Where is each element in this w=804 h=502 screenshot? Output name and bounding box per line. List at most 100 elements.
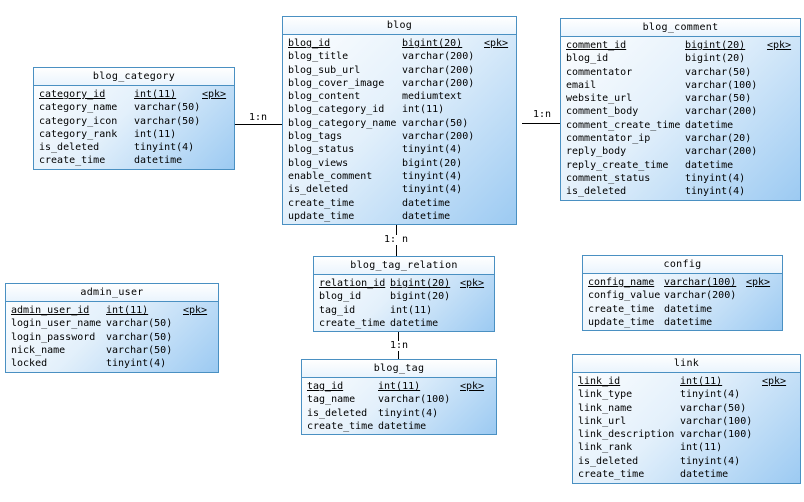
column-type: varchar(50) xyxy=(685,93,752,105)
column-name: commentator_ip xyxy=(566,133,651,145)
column-row: blog_id bigint(20) <pk> xyxy=(288,37,511,50)
column-name: is_deleted xyxy=(566,186,627,198)
column-name: blog_tags xyxy=(288,131,343,143)
column-type: varchar(100) xyxy=(680,429,753,441)
column-row: comment_id bigint(20) <pk> xyxy=(566,39,795,52)
entity-blog-comment[interactable]: blog_comment comment_id bigint(20) <pk>blo… xyxy=(560,18,801,201)
column-type: varchar(200) xyxy=(402,51,475,63)
column-name: comment_id xyxy=(566,40,627,51)
column-type: datetime xyxy=(402,210,451,222)
column-row: create_time datetime xyxy=(319,317,489,330)
column-type: tinyint(4) xyxy=(402,184,463,196)
column-type: bigint(20) xyxy=(402,157,463,169)
column-name: reply_body xyxy=(566,146,627,158)
column-type: varchar(200) xyxy=(685,146,758,158)
entity-title: link xyxy=(573,355,800,373)
column-type: datetime xyxy=(134,155,183,167)
column-name: enable_comment xyxy=(288,170,373,182)
column-type: tinyint(4) xyxy=(378,407,439,419)
column-type: tinyint(4) xyxy=(402,170,463,182)
column-row: reply_body varchar(200) xyxy=(566,145,795,158)
column-name: link_description xyxy=(578,429,675,441)
column-type: datetime xyxy=(402,197,451,209)
connector-category-blog xyxy=(235,124,283,125)
column-type: datetime xyxy=(685,159,734,171)
relationship-label-category-blog: 1:n xyxy=(249,112,268,123)
column-row: nick_name varchar(50) xyxy=(11,344,213,357)
column-name: blog_status xyxy=(288,144,355,156)
column-type: tinyint(4) xyxy=(680,389,741,401)
column-name: blog_id xyxy=(288,38,331,49)
column-name: blog_content xyxy=(288,91,361,103)
entity-title: blog_tag_relation xyxy=(314,257,494,275)
column-type: bigint(20) xyxy=(685,40,746,51)
column-name: category_rank xyxy=(39,128,118,140)
column-type: mediumtext xyxy=(402,91,463,103)
column-name: blog_cover_image xyxy=(288,77,385,89)
column-type: int(11) xyxy=(134,128,177,140)
column-name: comment_body xyxy=(566,106,639,118)
column-name: link_rank xyxy=(578,442,633,454)
column-type: varchar(100) xyxy=(378,394,451,406)
column-row: link_description varchar(100) xyxy=(578,428,795,441)
column-type: varchar(200) xyxy=(402,64,475,76)
column-name: reply_create_time xyxy=(566,159,669,171)
column-row: reply_create_time datetime xyxy=(566,159,795,172)
column-name: website_url xyxy=(566,93,633,105)
column-name: link_type xyxy=(578,389,633,401)
entity-title: blog xyxy=(283,17,516,35)
primary-key-marker: <pk> xyxy=(767,40,792,51)
column-name: is_deleted xyxy=(288,184,349,196)
column-name: link_id xyxy=(578,376,621,387)
primary-key-marker: <pk> xyxy=(460,381,485,392)
column-type: tinyint(4) xyxy=(134,142,195,154)
column-name: config_value xyxy=(588,290,661,302)
column-type: varchar(200) xyxy=(685,106,758,118)
column-name: nick_name xyxy=(11,344,66,356)
column-type: varchar(50) xyxy=(106,344,173,356)
entity-title: config xyxy=(583,256,782,274)
column-name: category_name xyxy=(39,102,118,114)
primary-key-marker: <pk> xyxy=(202,89,227,100)
column-name: link_url xyxy=(578,415,627,427)
entity-title: blog_category xyxy=(34,68,234,86)
column-name: create_time xyxy=(319,317,386,329)
column-name: create_time xyxy=(288,197,355,209)
column-type: datetime xyxy=(390,317,439,329)
primary-key-marker: <pk> xyxy=(484,38,509,49)
column-type: varchar(100) xyxy=(680,415,753,427)
entity-title: blog_comment xyxy=(561,19,800,37)
column-type: datetime xyxy=(378,420,427,432)
column-type: varchar(50) xyxy=(685,66,752,78)
column-type: datetime xyxy=(664,303,713,315)
column-type: int(11) xyxy=(106,305,149,316)
column-type: bigint(20) xyxy=(402,38,463,49)
